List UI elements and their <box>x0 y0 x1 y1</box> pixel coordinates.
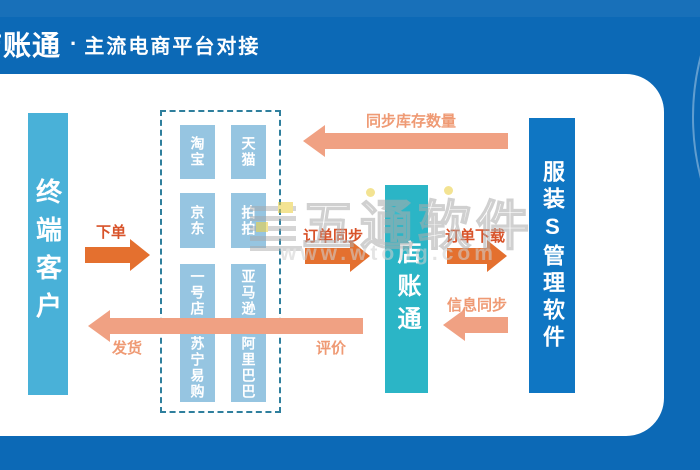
order-sync-label: 订单同步 <box>303 228 364 245</box>
platform-box-paipai: 拍拍 <box>231 193 266 248</box>
customer-label: 终端客户 <box>32 178 63 330</box>
sync-inventory-arrowhead <box>303 125 325 157</box>
title-subtitle: 主流电商平台对接 <box>84 35 261 58</box>
platform-label: 天猫 <box>240 136 257 168</box>
order-download-arrowhead <box>487 240 507 272</box>
platform-box-amazon: 亚马逊 <box>231 264 266 322</box>
decorative-circle <box>692 0 700 359</box>
sync-inventory-arrow <box>325 133 508 149</box>
erp-label: 服装S管理软件 <box>540 159 565 352</box>
erp-bar: 服装S管理软件 <box>529 118 575 393</box>
place-order-label: 下单 <box>96 224 127 241</box>
hub-bar: 店账通 <box>385 185 428 393</box>
order-download-label: 订单下载 <box>445 228 506 245</box>
platform-label: 淘宝 <box>189 136 206 168</box>
sync-inventory-label: 同步库存数量 <box>366 113 457 130</box>
ship-label: 发货 <box>112 340 143 357</box>
ship-arrowhead <box>88 310 110 342</box>
ship-review-arrow <box>110 318 363 334</box>
header-band <box>0 0 700 17</box>
review-label: 评价 <box>316 340 347 357</box>
place-order-arrow <box>85 247 130 263</box>
info-sync-arrowhead <box>443 309 465 341</box>
order-sync-arrow <box>305 248 350 264</box>
place-order-arrowhead <box>130 239 150 271</box>
platform-label: 阿里巴巴 <box>240 335 257 400</box>
platform-label: 苏宁易购 <box>189 335 206 400</box>
page-title: 店账通 · 主流电商平台对接 <box>0 24 260 64</box>
platform-box-suning: 苏宁易购 <box>180 333 215 402</box>
customer-bar: 终端客户 <box>28 113 68 395</box>
title-brand: 店账通 <box>0 30 62 61</box>
order-sync-arrowhead <box>350 240 370 272</box>
platform-box-yihaodian: 一号店 <box>180 264 215 322</box>
platforms-group-border <box>160 110 281 413</box>
hub-label: 店账通 <box>393 239 420 339</box>
platform-box-jd: 京东 <box>180 193 215 248</box>
platform-box-alibaba: 阿里巴巴 <box>231 333 266 402</box>
platform-label: 拍拍 <box>240 204 257 237</box>
order-download-arrow <box>447 248 487 264</box>
info-sync-label: 信息同步 <box>447 297 508 314</box>
platform-label: 一号店 <box>189 269 206 317</box>
platform-label: 京东 <box>189 204 206 237</box>
platform-label: 亚马逊 <box>240 269 257 317</box>
platform-box-taobao: 淘宝 <box>180 125 215 179</box>
info-sync-arrow <box>465 317 508 333</box>
title-separator: · <box>70 31 78 56</box>
platform-box-tmall: 天猫 <box>231 125 266 179</box>
